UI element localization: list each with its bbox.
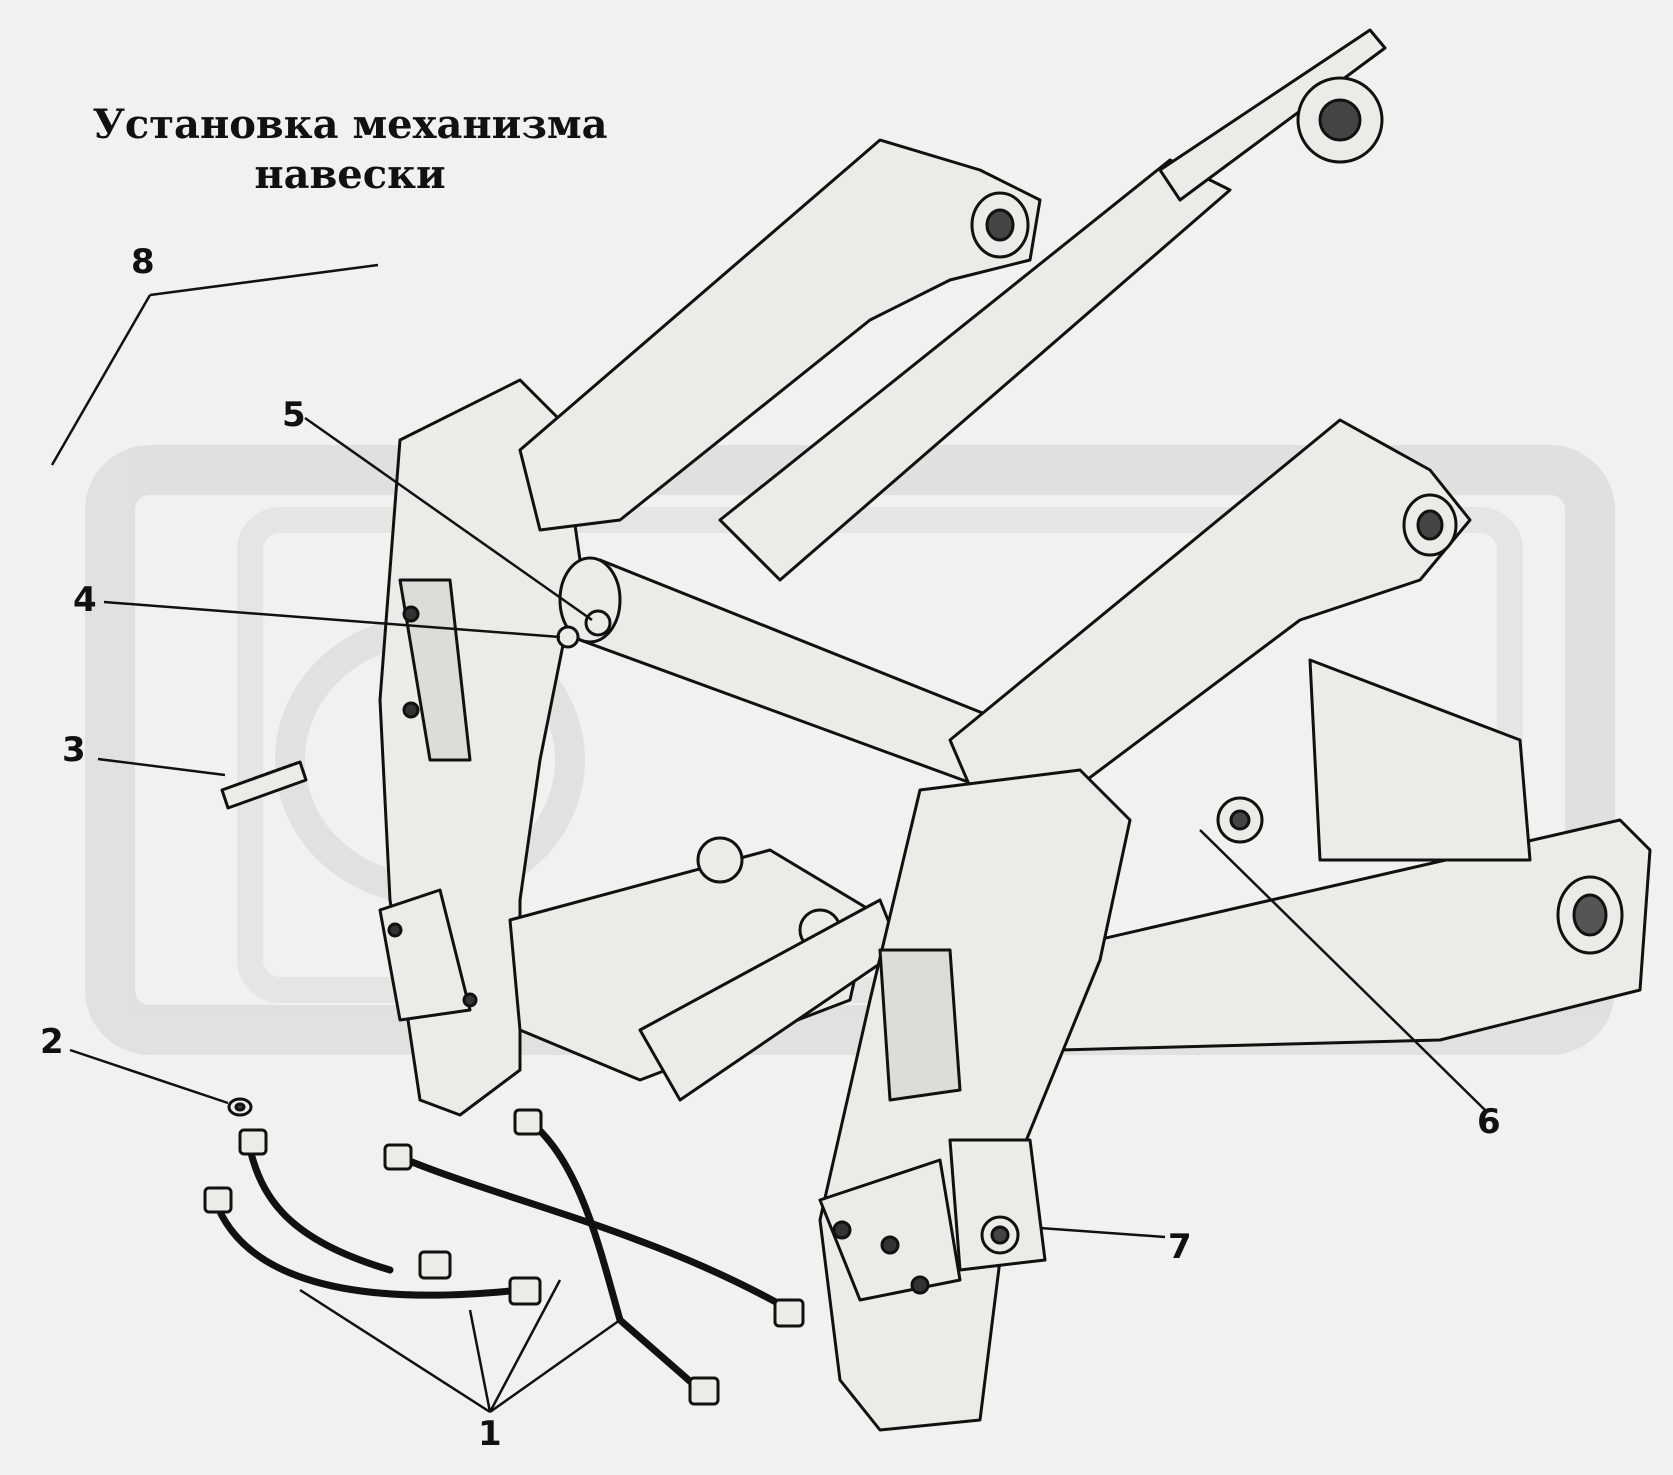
top-link-cylinder xyxy=(718,158,1232,582)
leader-7 xyxy=(1039,1226,1166,1239)
leader-3 xyxy=(97,757,226,777)
bracket-7 xyxy=(948,1138,1047,1272)
callout-5: 5 xyxy=(282,395,306,435)
callout-7: 7 xyxy=(1168,1227,1192,1267)
front-mount-plate xyxy=(818,1158,962,1302)
callout-1: 1 xyxy=(478,1414,502,1454)
loose-parts xyxy=(203,760,805,1406)
cross-shaft xyxy=(578,558,1002,792)
leader-lines xyxy=(50,263,1486,1414)
title-line-1: Установка механизма xyxy=(92,101,608,148)
valve-housing xyxy=(1308,658,1532,862)
leader-4 xyxy=(103,600,561,639)
hose-fittings xyxy=(203,1108,805,1406)
leader-8b xyxy=(50,294,152,466)
callout-3: 3 xyxy=(62,730,86,770)
leader-2 xyxy=(69,1048,229,1105)
washer-4 xyxy=(556,625,580,649)
leader-1b xyxy=(468,1309,492,1413)
leader-1a xyxy=(299,1288,491,1414)
leader-5 xyxy=(304,416,593,622)
callout-2: 2 xyxy=(40,1022,64,1062)
right-bracket xyxy=(818,768,1132,1432)
callout-4: 4 xyxy=(73,580,97,620)
washer-2 xyxy=(227,1097,253,1117)
stud-3 xyxy=(220,760,308,810)
callout-8: 8 xyxy=(131,242,155,282)
left-lift-arm xyxy=(518,138,1042,532)
leader-1c xyxy=(488,1279,562,1413)
leader-8a xyxy=(149,263,379,297)
title-line-2: навески xyxy=(254,151,446,198)
mechanism xyxy=(378,28,1652,1432)
leader-6 xyxy=(1199,829,1486,1111)
nut-5 xyxy=(584,609,612,637)
callout-6: 6 xyxy=(1477,1102,1501,1142)
hoses-1 xyxy=(211,1116,794,1394)
leader-1d xyxy=(489,1318,621,1414)
diagram-title: Установка механизма навески xyxy=(40,100,660,200)
